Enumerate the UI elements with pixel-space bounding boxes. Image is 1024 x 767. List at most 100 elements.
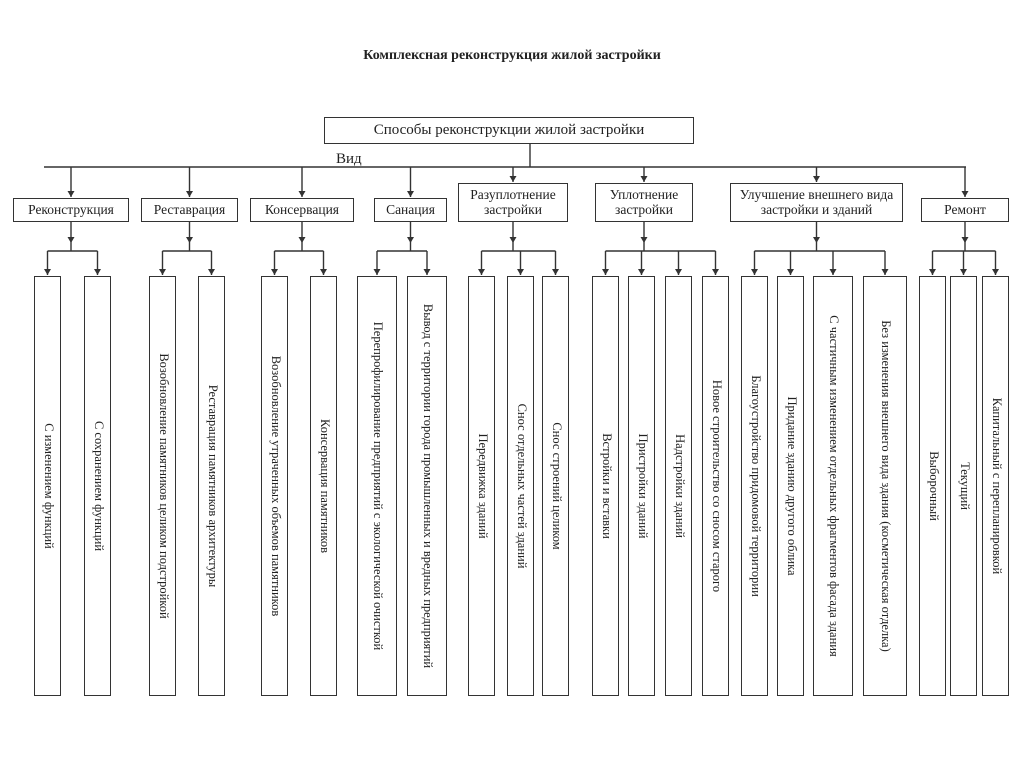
leaf-node: Благоустройство придомовой территории xyxy=(741,276,768,696)
leaf-arrowhead xyxy=(881,269,889,275)
leaf-node: Реставрация памятников архитектуры xyxy=(198,276,225,696)
leaf-arrowhead xyxy=(423,269,431,275)
stem-arrowhead xyxy=(961,237,969,243)
leaf-label: Надстройки зданий xyxy=(672,434,687,538)
category-arrowhead xyxy=(298,191,306,197)
category-arrowhead xyxy=(407,191,414,197)
category-node: Разуплотнение застройки xyxy=(458,183,568,222)
leaf-label: Вывод с территории города промышленных и… xyxy=(420,303,435,669)
leaf-node: Снос отдельных частей зданий xyxy=(507,276,534,696)
leaf-arrowhead xyxy=(602,269,609,275)
leaf-arrowhead xyxy=(478,269,485,275)
leaf-arrowhead xyxy=(992,269,999,275)
category-node: Улучшение внешнего вида застройки и здан… xyxy=(730,183,903,222)
leaf-arrowhead xyxy=(829,269,837,275)
leaf-arrowhead xyxy=(712,269,719,275)
category-node: Консервация xyxy=(250,198,354,222)
leaf-label: Снос строений целиком xyxy=(549,422,564,550)
leaf-arrowhead xyxy=(159,269,166,275)
leaf-node: Капитальный с перепланировкой xyxy=(982,276,1009,696)
leaf-node: Пристройки зданий xyxy=(628,276,655,696)
category-node: Реставрация xyxy=(141,198,238,222)
leaf-node: Вывод с территории города промышленных и… xyxy=(407,276,447,696)
page-title: Комплексная реконструкция жилой застройк… xyxy=(363,48,661,63)
leaf-node: Надстройки зданий xyxy=(665,276,692,696)
category-arrowhead xyxy=(961,191,969,197)
leaf-label: Новое строительство со сносом старого xyxy=(709,379,724,593)
leaf-label: С сохранением функций xyxy=(91,420,106,552)
leaf-label: Выборочный xyxy=(926,451,941,521)
leaf-label: С частичным изменением отдельных фрагмен… xyxy=(826,315,841,657)
stem-arrowhead xyxy=(640,237,648,243)
leaf-arrowhead xyxy=(751,269,758,275)
leaf-node: Придание зданию другого облика xyxy=(777,276,804,696)
category-label: Реконструкция xyxy=(28,201,114,217)
category-node: Ремонт xyxy=(921,198,1009,222)
leaf-node: Передвижка зданий xyxy=(468,276,495,696)
leaf-node: Консервация памятников xyxy=(310,276,337,696)
leaf-label: Пристройки зданий xyxy=(635,433,650,539)
leaf-node: Без изменения внешнего вида здания (косм… xyxy=(863,276,907,696)
category-label: Реставрация xyxy=(153,201,226,217)
stem-arrowhead xyxy=(186,237,193,243)
category-label: Разуплотнение застройки xyxy=(470,187,556,217)
leaf-label: Встройки и вставки xyxy=(599,433,614,539)
category-label: Ремонт xyxy=(944,201,986,217)
leaf-node: Снос строений целиком xyxy=(542,276,569,696)
leaf-node: С частичным изменением отдельных фрагмен… xyxy=(813,276,853,696)
leaf-label: Консервация памятников xyxy=(317,418,332,554)
category-node: Санация xyxy=(374,198,447,222)
leaf-label: Придание зданию другого облика xyxy=(784,396,799,576)
leaf-arrowhead xyxy=(517,269,524,275)
category-node: Реконструкция xyxy=(13,198,129,222)
leaf-node: Новое строительство со сносом старого xyxy=(702,276,729,696)
leaf-arrowhead xyxy=(44,269,51,275)
category-arrowhead xyxy=(67,191,75,197)
leaf-label: Реставрация памятников архитектуры xyxy=(205,384,220,588)
stem-arrowhead xyxy=(813,237,820,243)
leaf-arrowhead xyxy=(675,269,682,275)
leaf-node: Возобновление памятников целиком подстро… xyxy=(149,276,176,696)
category-label: Улучшение внешнего вида застройки и здан… xyxy=(739,187,894,217)
leaf-label: Передвижка зданий xyxy=(475,433,490,539)
leaf-label: Возобновление памятников целиком подстро… xyxy=(156,353,171,619)
leaf-label: Без изменения внешнего вида здания (косм… xyxy=(878,320,893,652)
leaf-node: Выборочный xyxy=(919,276,946,696)
category-arrowhead xyxy=(186,191,193,197)
stem-arrowhead xyxy=(509,237,517,243)
category-label: Санация xyxy=(386,201,435,217)
leaf-arrowhead xyxy=(94,269,101,275)
leaf-node: Текущий xyxy=(950,276,977,696)
leaf-label: Текущий xyxy=(957,462,972,510)
leaf-node: С изменением функций xyxy=(34,276,61,696)
leaf-node: Возобновление утраченных объемов памятни… xyxy=(261,276,288,696)
leaf-arrowhead xyxy=(638,269,645,275)
leaf-arrowhead xyxy=(373,269,381,275)
leaf-label: Перепрофилирование предприятий с экологи… xyxy=(370,321,385,651)
category-arrowhead xyxy=(640,176,648,182)
stem-arrowhead xyxy=(407,237,414,243)
leaf-label: Капитальный с перепланировкой xyxy=(989,397,1004,575)
stem-arrowhead xyxy=(298,237,306,243)
leaf-label: Благоустройство придомовой территории xyxy=(748,375,763,597)
leaf-arrowhead xyxy=(208,269,215,275)
leaf-label: Возобновление утраченных объемов памятни… xyxy=(268,355,283,617)
leaf-arrowhead xyxy=(320,269,327,275)
leaf-node: Встройки и вставки xyxy=(592,276,619,696)
leaf-label: Снос отдельных частей зданий xyxy=(514,403,529,569)
leaf-arrowhead xyxy=(787,269,794,275)
leaf-node: Перепрофилирование предприятий с экологи… xyxy=(357,276,397,696)
vid-label: Вид xyxy=(336,151,362,167)
category-label: Консервация xyxy=(264,201,340,217)
category-node: Уплотнение застройки xyxy=(595,183,693,222)
category-label: Уплотнение застройки xyxy=(609,187,679,217)
leaf-arrowhead xyxy=(552,269,559,275)
root-node: Способы реконструкции жилой застройки xyxy=(324,117,694,144)
root-node-label: Способы реконструкции жилой застройки xyxy=(373,122,645,138)
category-arrowhead xyxy=(813,176,820,182)
leaf-arrowhead xyxy=(960,269,967,275)
stem-arrowhead xyxy=(67,237,75,243)
leaf-label: С изменением функций xyxy=(41,423,56,549)
